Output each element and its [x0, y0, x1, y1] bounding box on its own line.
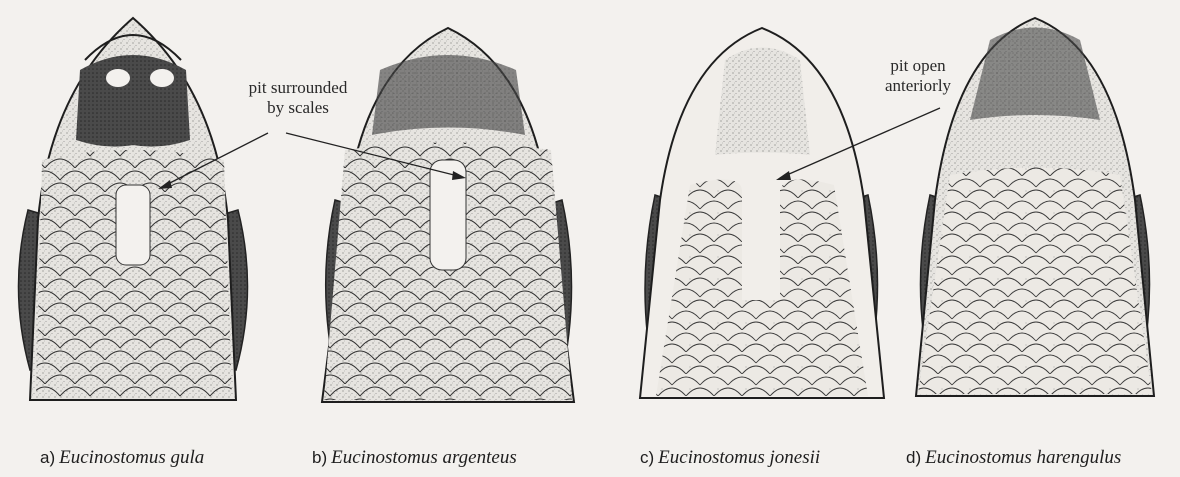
caption-b-letter: b) [312, 448, 327, 467]
caption-a-letter: a) [40, 448, 55, 467]
caption-c-letter: c) [640, 448, 654, 467]
caption-c: c)Eucinostomus jonesii [640, 447, 820, 469]
caption-d: d)Eucinostomus harengulus [906, 447, 1121, 469]
head-b-dark-patch [372, 55, 525, 135]
head-d-dark-patch [970, 28, 1100, 121]
caption-c-name: Eucinostomus jonesii [658, 447, 820, 468]
caption-b-name: Eucinostomus argenteus [331, 447, 517, 468]
head-a-pit [116, 185, 150, 265]
caption-a: a)Eucinostomus gula [40, 447, 204, 469]
head-c [640, 28, 884, 398]
caption-d-name: Eucinostomus harengulus [925, 447, 1121, 468]
head-a-dark-patch [76, 55, 190, 147]
head-a [18, 18, 247, 400]
caption-b: b)Eucinostomus argenteus [312, 447, 517, 469]
caption-a-name: Eucinostomus gula [59, 447, 204, 468]
annotation-pit-open: pit open anteriorly [866, 56, 970, 96]
caption-d-letter: d) [906, 448, 921, 467]
annotation-pit-surrounded: pit surrounded by scales [228, 78, 368, 118]
head-a-nostril-right [150, 69, 174, 87]
head-d-scaled-area [918, 168, 1152, 395]
head-c-dark-patch [715, 48, 810, 156]
head-a-nostril-left [106, 69, 130, 87]
